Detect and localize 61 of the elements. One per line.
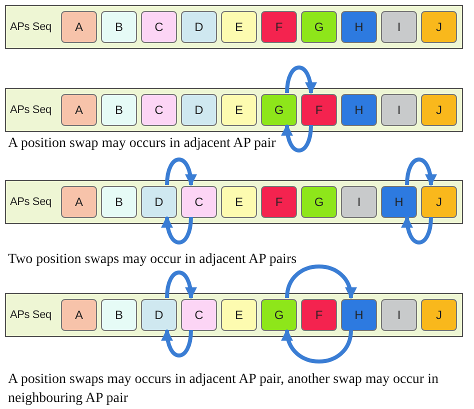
sequence-cell: G <box>261 94 297 126</box>
sequence-cell: H <box>381 186 417 218</box>
sequence-cell: A <box>61 299 97 331</box>
sequence-cell: C <box>181 299 217 331</box>
sequence-cell: D <box>141 299 177 331</box>
sequence-cell: D <box>181 11 217 43</box>
sequence-cell: H <box>341 11 377 43</box>
row-label: APs Seq <box>10 308 52 323</box>
sequence-cell: E <box>221 299 257 331</box>
swap-arrow <box>282 124 313 152</box>
swap-arrow <box>282 328 353 364</box>
sequence-cell: E <box>221 11 257 43</box>
sequence-cell: D <box>141 186 177 218</box>
caption-text: A position swaps may occurs in adjacent AP pair, another swap may occur in neighbouring AP pair <box>8 371 440 408</box>
swap-arrow <box>285 66 316 94</box>
row-label: APs Seq <box>10 195 52 210</box>
sequence-cell: B <box>101 94 137 126</box>
sequence-cell: B <box>101 299 137 331</box>
swap-arrow <box>162 216 193 244</box>
sequence-cell: F <box>261 11 297 43</box>
row-label: APs Seq <box>10 103 52 118</box>
sequence-cell: A <box>61 94 97 126</box>
swap-arrow <box>405 158 436 186</box>
sequence-cell: I <box>381 94 417 126</box>
sequence-cell: J <box>421 94 457 126</box>
sequence-cell: C <box>141 94 177 126</box>
sequence-cell: F <box>301 94 337 126</box>
swap-arrow <box>402 216 433 244</box>
sequence-cell: E <box>221 186 257 218</box>
caption-text: A position swap may occurs in adjacent AP pair <box>8 135 277 153</box>
sequence-cell: F <box>261 186 297 218</box>
caption-text: Two position swaps may occur in adjacent AP pairs <box>8 251 298 269</box>
swap-arrow <box>165 270 196 300</box>
sequence-cell: A <box>61 186 97 218</box>
sequence-cell: B <box>101 11 137 43</box>
sequence-cell: I <box>381 299 417 331</box>
row-label: APs Seq <box>10 20 52 35</box>
sequence-cell: D <box>181 94 217 126</box>
sequence-cell: C <box>141 11 177 43</box>
sequence-cell: G <box>301 186 337 218</box>
sequence-cell: G <box>301 11 337 43</box>
sequence-cell: B <box>101 186 137 218</box>
sequence-bar <box>5 180 463 224</box>
sequence-cell: H <box>341 299 377 331</box>
sequence-bar <box>5 88 463 132</box>
sequence-cell: F <box>301 299 337 331</box>
sequence-cell: H <box>341 94 377 126</box>
swap-arrow <box>285 264 356 300</box>
sequence-cell: A <box>61 11 97 43</box>
swap-arrow <box>165 158 196 186</box>
sequence-cell: E <box>221 94 257 126</box>
sequence-cell: J <box>421 186 457 218</box>
swap-arrow <box>162 328 193 358</box>
sequence-bar <box>5 293 463 337</box>
sequence-bar <box>5 5 463 49</box>
sequence-cell: J <box>421 299 457 331</box>
sequence-cell: C <box>181 186 217 218</box>
sequence-cell: J <box>421 11 457 43</box>
sequence-cell: I <box>341 186 377 218</box>
sequence-cell: G <box>261 299 297 331</box>
sequence-cell: I <box>381 11 417 43</box>
